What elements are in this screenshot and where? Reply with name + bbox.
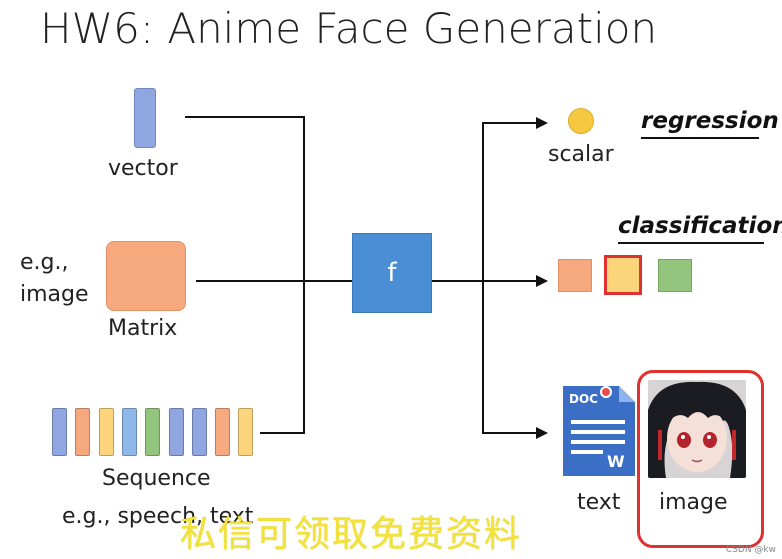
sequence-block (75, 408, 91, 456)
matrix-connector (196, 280, 352, 282)
class-option-green (658, 259, 692, 292)
vector-block (134, 88, 156, 148)
gen-arrow-head (536, 427, 548, 439)
image-input-label: image (20, 282, 89, 307)
function-label: f (387, 258, 397, 288)
gen-arrow-line (482, 432, 536, 434)
function-box: f (352, 233, 432, 313)
image-output-frame (637, 370, 764, 548)
matrix-label: Matrix (108, 316, 178, 341)
class-option-yellow-selected (604, 255, 642, 295)
classification-underline (618, 242, 764, 244)
scalar-arrow-line (482, 122, 536, 124)
scalar-arrow-head (536, 117, 548, 129)
vector-label: vector (108, 156, 178, 181)
regression-underline (641, 137, 759, 139)
sequence-block (191, 408, 207, 456)
anime-face-image (648, 380, 746, 478)
regression-label: regression (641, 108, 779, 134)
sequence-block (98, 408, 114, 456)
sequence-connector (260, 432, 305, 434)
classification-label: classification (618, 213, 782, 239)
text-output-label: text (577, 490, 621, 515)
class-arrow-line (432, 280, 536, 282)
input-bus (303, 116, 305, 434)
matrix-block (106, 241, 186, 311)
vector-connector (185, 116, 305, 118)
sequence-label: Sequence (102, 466, 211, 491)
scalar-dot (568, 108, 594, 134)
class-option-orange (558, 259, 592, 292)
watermark-text: 私信可领取免费资料 (180, 514, 523, 555)
doc-label: DOC (569, 392, 598, 406)
credit-text: CSDN @kw (725, 545, 776, 555)
doc-letter: W (607, 452, 625, 471)
output-bus (482, 122, 484, 434)
image-output-label: image (659, 490, 728, 515)
scalar-label: scalar (548, 142, 614, 167)
document-icon: DOC W (563, 386, 635, 476)
page-title: HW6: Anime Face Generation (40, 4, 658, 53)
sequence-block (145, 408, 161, 456)
sequence-block (168, 408, 184, 456)
sequence-block (121, 408, 137, 456)
eg-label: e.g., (20, 250, 69, 275)
class-arrow-head (536, 275, 548, 287)
sequence-block (52, 408, 67, 456)
sequence-block (238, 408, 254, 456)
sequence-example-label: e.g., speech, text (62, 504, 254, 529)
sequence-block (215, 408, 231, 456)
